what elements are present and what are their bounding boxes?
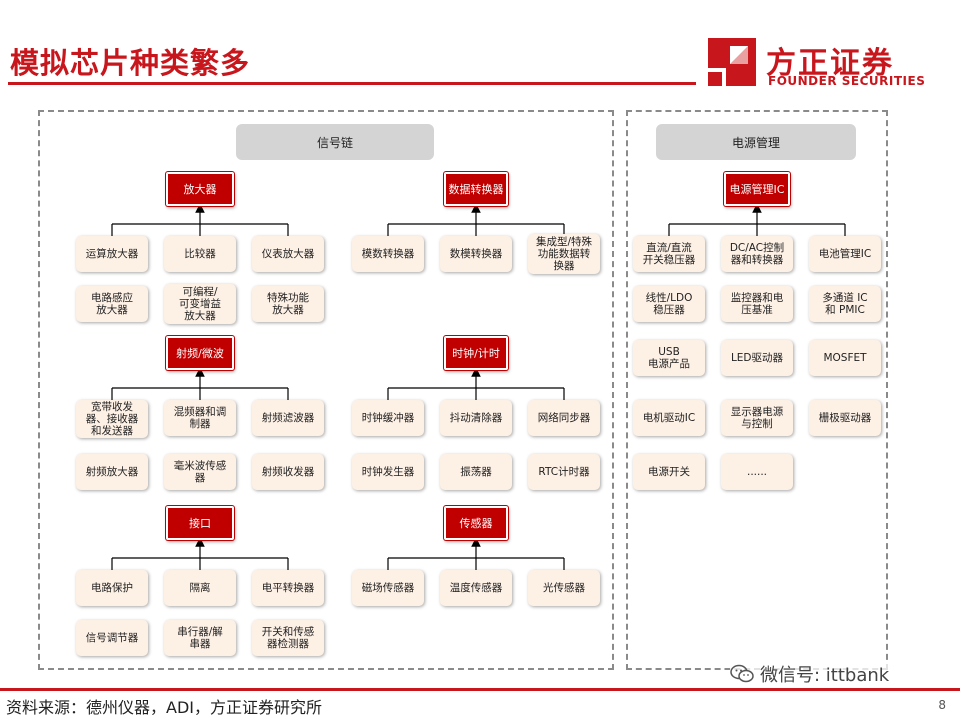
item-mmwave-sensor: 毫米波传感 器: [164, 454, 236, 490]
item-mixer-modulator: 混频器和调 制器: [164, 400, 236, 436]
title-underline: [8, 82, 696, 85]
item-signal-conditioner: 信号调节器: [76, 620, 148, 656]
item-mosfet: MOSFET: [809, 340, 881, 376]
item-led-driver: LED驱动器: [721, 340, 793, 376]
wechat-watermark: 微信号: ittbank: [730, 662, 894, 686]
page-title: 模拟芯片种类繁多: [10, 46, 251, 80]
source-note: 资料来源：德州仪器，ADI，方正证券研究所: [6, 698, 322, 717]
item-clock-buffer: 时钟缓冲器: [352, 400, 424, 436]
logo-text-en: FOUNDER SECURITIES: [768, 74, 926, 88]
item-rtc-timer: RTC计时器: [528, 454, 600, 490]
item-more-ellipsis: ......: [721, 454, 793, 490]
item-programmable-gain-amp: 可编程/ 可变增益 放大器: [164, 284, 236, 324]
watermark-text: 微信号: ittbank: [760, 665, 890, 686]
item-magnetic-sensor: 磁场传感器: [352, 570, 424, 606]
category-amplifier: 放大器: [166, 172, 234, 206]
item-op-amp: 运算放大器: [76, 236, 148, 272]
item-light-sensor: 光传感器: [528, 570, 600, 606]
item-jitter-cleaner: 抖动清除器: [440, 400, 512, 436]
item-dcac-controller: DC/AC控制 器和转换器: [721, 236, 793, 272]
item-instrumentation-amp: 仪表放大器: [252, 236, 324, 272]
signal-chain-panel: [38, 110, 614, 670]
item-isolation: 隔离: [164, 570, 236, 606]
item-rf-amplifier: 射频放大器: [76, 454, 148, 490]
item-circuit-protection: 电路保护: [76, 570, 148, 606]
category-power-management-ic: 电源管理IC: [724, 172, 790, 206]
item-integrated-converter: 集成型/特殊 功能数据转 换器: [528, 234, 600, 274]
item-switch-sensor-detector: 开关和传感 器检测器: [252, 620, 324, 656]
category-clock-timing: 时钟/计时: [444, 336, 508, 370]
item-multichannel-pmic: 多通道 IC 和 PMIC: [809, 286, 881, 322]
item-usb-power: USB 电源产品: [633, 340, 705, 376]
item-rf-transceiver: 射频收发器: [252, 454, 324, 490]
founder-logo-mark-icon: [708, 38, 756, 86]
item-special-function-amp: 特殊功能 放大器: [252, 286, 324, 322]
item-clock-generator: 时钟发生器: [352, 454, 424, 490]
signal-chain-header: 信号链: [236, 124, 434, 160]
power-management-header: 电源管理: [656, 124, 856, 160]
founder-logo: 方正证券 FOUNDER SECURITIES: [704, 34, 934, 94]
item-rf-filter: 射频滤波器: [252, 400, 324, 436]
item-motor-driver-ic: 电机驱动IC: [633, 400, 705, 436]
item-linear-ldo-regulator: 线性/LDO 稳压器: [633, 286, 705, 322]
category-sensor: 传感器: [444, 506, 508, 540]
page-number: 8: [938, 698, 946, 712]
category-interface: 接口: [166, 506, 234, 540]
item-network-synchronizer: 网络同步器: [528, 400, 600, 436]
item-current-sense-amp: 电路感应 放大器: [76, 286, 148, 322]
item-display-power: 显示器电源 与控制: [721, 400, 793, 436]
item-temperature-sensor: 温度传感器: [440, 570, 512, 606]
footer-rule: [0, 688, 960, 691]
item-level-shifter: 电平转换器: [252, 570, 324, 606]
category-rf-microwave: 射频/微波: [166, 336, 234, 370]
item-adc: 模数转换器: [352, 236, 424, 272]
item-comparator: 比较器: [164, 236, 236, 272]
item-serdes: 串行器/解 串器: [164, 620, 236, 656]
item-power-switch: 电源开关: [633, 454, 705, 490]
item-gate-driver: 栅极驱动器: [809, 400, 881, 436]
item-supervisor-voltage-reference: 监控器和电 压基准: [721, 286, 793, 322]
logo-text-cn: 方正证券: [766, 46, 894, 81]
item-dac: 数模转换器: [440, 236, 512, 272]
item-battery-management-ic: 电池管理IC: [809, 236, 881, 272]
item-oscillator: 振荡器: [440, 454, 512, 490]
item-rf-transceiver-wideband: 宽带收发 器、接收器 和发送器: [76, 400, 148, 438]
item-dcdc-switching-regulator: 直流/直流 开关稳压器: [633, 236, 705, 272]
category-data-converter: 数据转换器: [444, 172, 508, 206]
wechat-icon: [730, 664, 754, 683]
